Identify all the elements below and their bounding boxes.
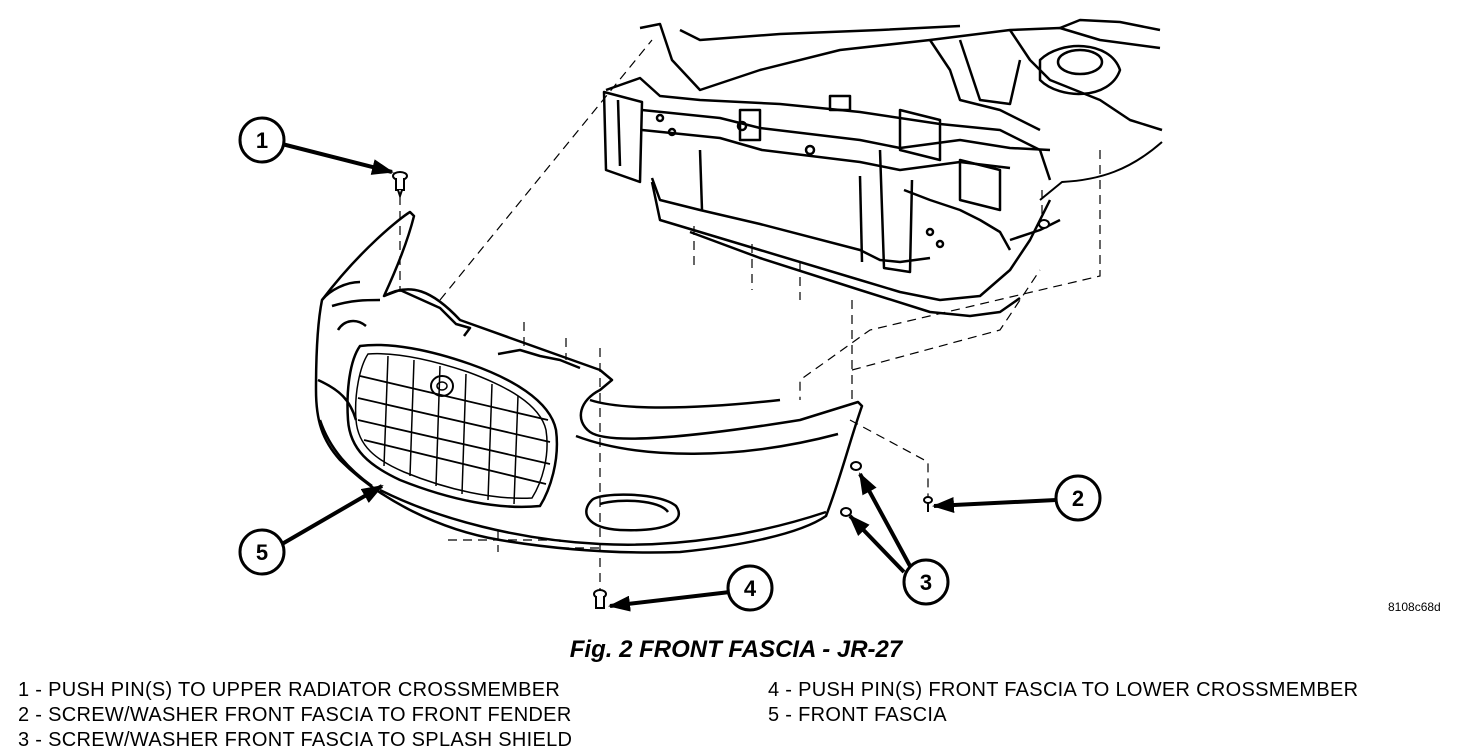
callout-label: 4 bbox=[744, 576, 757, 601]
legend-item: 2 - SCREW/WASHER FRONT FASCIA TO FRONT F… bbox=[18, 704, 572, 726]
callout-label: 1 bbox=[256, 128, 268, 153]
callout-3: 3 bbox=[902, 558, 950, 606]
screw-fender bbox=[923, 496, 933, 512]
grille bbox=[346, 343, 559, 509]
screw-crossmember bbox=[1038, 219, 1050, 229]
push-pin-upper bbox=[392, 171, 408, 200]
legend-item: 5 - FRONT FASCIA bbox=[768, 704, 947, 726]
screw-splash-shield-lower bbox=[840, 507, 852, 517]
leader-arrow-3b bbox=[848, 514, 906, 574]
screw-splash-shield-upper bbox=[850, 461, 862, 471]
callout-label: 2 bbox=[1072, 486, 1084, 511]
callout-label: 5 bbox=[256, 540, 268, 565]
legend-item: 3 - SCREW/WASHER FRONT FASCIA TO SPLASH … bbox=[18, 729, 573, 751]
callout-4: 4 bbox=[726, 564, 774, 612]
figure-id-code: 8108c68d bbox=[1388, 600, 1441, 614]
legend-item: 4 - PUSH PIN(S) FRONT FASCIA TO LOWER CR… bbox=[768, 679, 1359, 701]
leader-arrow-1 bbox=[281, 142, 394, 175]
callout-5: 5 bbox=[238, 528, 286, 576]
figure-caption: Fig. 2 FRONT FASCIA - JR-27 bbox=[569, 636, 903, 663]
leader-arrow-5 bbox=[280, 484, 384, 546]
legend-item: 1 - PUSH PIN(S) TO UPPER RADIATOR CROSSM… bbox=[18, 679, 561, 701]
push-pin-lower bbox=[593, 589, 607, 609]
legend-left-column: 1 - PUSH PIN(S) TO UPPER RADIATOR CROSSM… bbox=[18, 678, 572, 753]
leader-arrow-4 bbox=[608, 590, 731, 612]
alignment-lines bbox=[399, 39, 1101, 600]
front-fascia-diagram: 1 2 3 4 5 bbox=[238, 18, 1163, 612]
callout-1: 1 bbox=[238, 116, 286, 164]
leader-arrow-2 bbox=[932, 497, 1057, 514]
legend-right-column: 4 - PUSH PIN(S) FRONT FASCIA TO LOWER CR… bbox=[768, 678, 1358, 728]
callouts: 1 2 3 4 5 bbox=[238, 116, 1102, 612]
leader-arrows bbox=[280, 142, 1057, 612]
radiator-crossmember bbox=[602, 18, 1163, 318]
fasteners bbox=[392, 171, 1050, 609]
callout-label: 3 bbox=[920, 570, 932, 595]
leader-arrow-3a bbox=[858, 472, 912, 567]
front-fascia bbox=[314, 210, 864, 554]
callout-2: 2 bbox=[1054, 474, 1102, 522]
